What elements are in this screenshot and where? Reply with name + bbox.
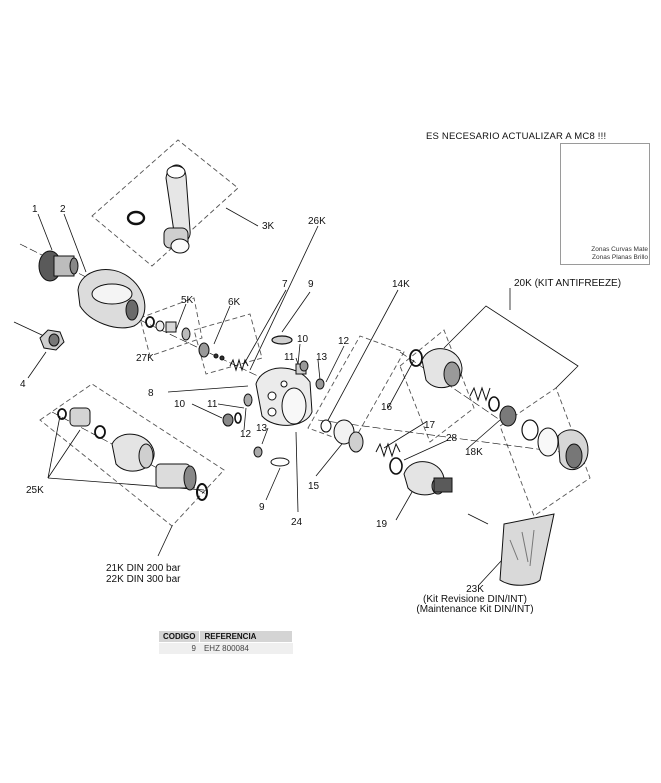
part-label-5k: 5K — [181, 295, 194, 306]
reference-table: CODIGO REFERENCIA 9 EHZ 800084 — [159, 631, 294, 654]
part-label-15: 15 — [308, 481, 320, 492]
part-label-13-top: 13 — [316, 352, 328, 363]
part-label-2: 2 — [60, 204, 66, 215]
part-label-4: 4 — [20, 379, 26, 390]
kit-box-20k-right — [499, 387, 591, 517]
part-label-21k: 21K DIN 200 bar — [106, 563, 181, 574]
spring-part — [375, 442, 401, 458]
part-label-7: 7 — [282, 279, 288, 290]
inset-frame — [560, 143, 650, 265]
part-label-9-bottom: 9 — [259, 502, 265, 513]
seat-part — [165, 321, 177, 333]
spring-part — [469, 386, 491, 402]
part-label-28: 28 — [446, 433, 458, 444]
table-header-codigo: CODIGO — [159, 631, 201, 643]
part-label-19: 19 — [376, 519, 388, 530]
valve-part — [198, 342, 210, 358]
o-ring-part — [145, 316, 155, 328]
handwheel-part — [38, 250, 79, 282]
part-label-8: 8 — [148, 388, 154, 399]
part-label-23k-en: (Maintenance Kit DIN/INT) — [416, 604, 534, 615]
part-label-24: 24 — [291, 517, 303, 528]
part-label-27k: 27K — [136, 353, 154, 364]
kit-box-3k — [91, 139, 239, 267]
kit-box-20k-left — [399, 329, 475, 443]
part-label-3k: 3K — [262, 221, 275, 232]
part-label-20k: 20K (KIT ANTIFREEZE) — [514, 278, 622, 289]
part-label-14k: 14K — [392, 279, 410, 290]
part-label-10-top: 10 — [297, 334, 309, 345]
part-label-26k: 26K — [308, 216, 326, 227]
nut-part — [39, 329, 65, 351]
part-label-12-left: 12 — [240, 429, 252, 440]
part-label-10-left: 10 — [174, 399, 186, 410]
part-label-22k: 22K DIN 300 bar — [106, 574, 181, 585]
first-stage-housing-part — [77, 269, 146, 329]
inset-caption-gloss: Zonas Planas Brillo — [592, 254, 648, 261]
table-cell-codigo: 9 — [159, 642, 200, 654]
din-connector-part — [57, 407, 208, 501]
spring-part — [229, 358, 249, 372]
main-body-part — [255, 363, 313, 426]
part-label-9-top: 9 — [308, 279, 314, 290]
part-label-18k: 18K — [465, 447, 483, 458]
part-label-23k-es: (Kit Revisione DIN/INT) — [423, 594, 527, 605]
part-label-12-top: 12 — [338, 336, 350, 347]
yoke-screw-part — [126, 164, 191, 254]
kit-box-26k — [193, 313, 263, 375]
table-row: 9 EHZ 800084 — [159, 642, 293, 654]
part-label-16: 16 — [381, 402, 393, 413]
table-header-referencia: REFERENCIA — [199, 631, 294, 643]
part-label-11-top: 11 — [284, 352, 295, 363]
part-label-1: 1 — [32, 204, 38, 215]
table-cell-referencia: EHZ 800084 — [199, 642, 293, 654]
maintenance-kit-bag — [499, 513, 555, 586]
part-label-6k: 6K — [228, 297, 241, 308]
kit-box-27k — [139, 297, 203, 357]
o-ring-part — [271, 335, 293, 345]
part-label-13-left: 13 — [256, 423, 268, 434]
kit-box-25k — [39, 383, 225, 527]
part-label-25k: 25K — [26, 485, 44, 496]
inset-caption-matte: Zonas Curvas Mate — [591, 246, 648, 253]
part-label-17: 17 — [424, 420, 436, 431]
washer-part — [155, 320, 165, 332]
diaphragm-part — [320, 419, 364, 453]
part-label-11-left: 11 — [207, 399, 218, 410]
part-label-23k: 23K — [466, 584, 484, 595]
upgrade-notice: ES NECESARIO ACTUALIZAR A MC8 !!! — [426, 131, 607, 142]
